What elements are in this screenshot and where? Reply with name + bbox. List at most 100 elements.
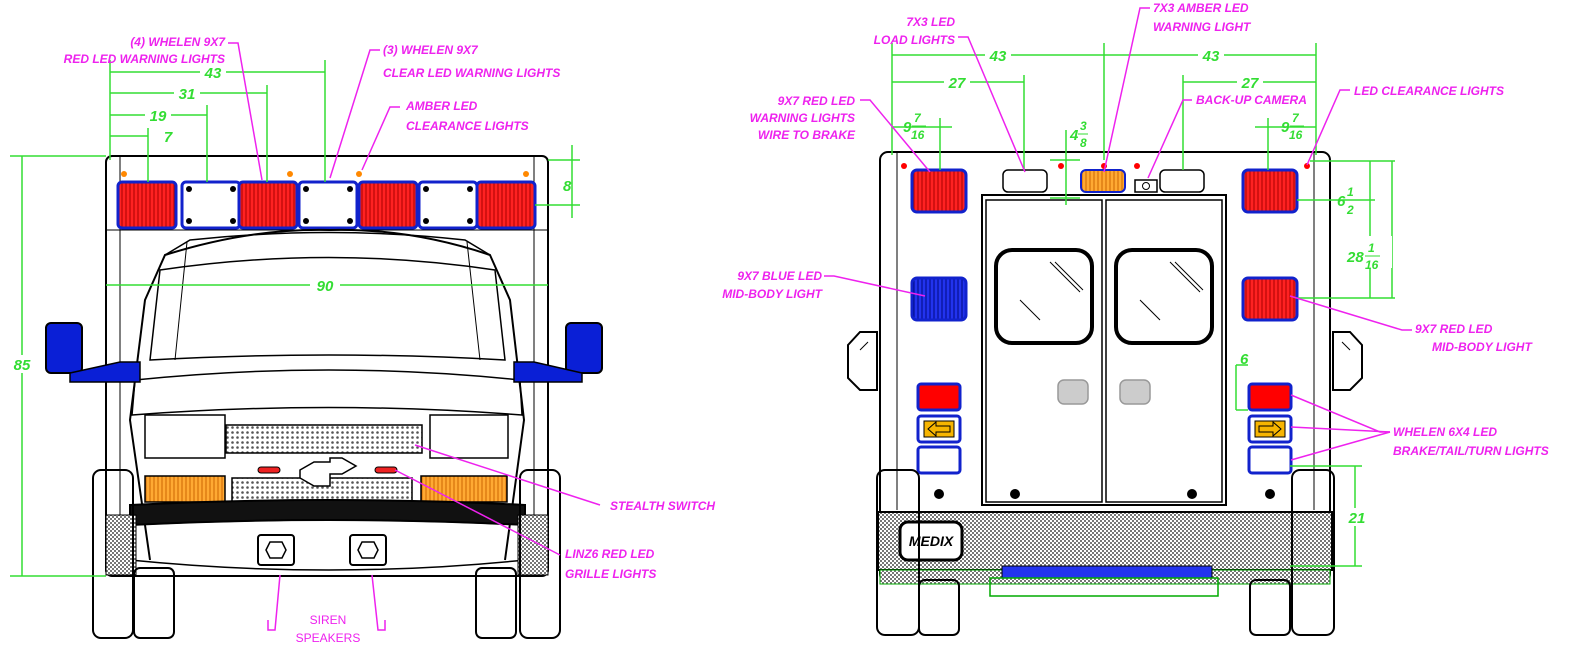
front-red-light-4: [475, 180, 537, 230]
right-headlight: [429, 414, 509, 459]
rear-dim-frac-6-num: 1: [1347, 185, 1354, 199]
rear-red-warning-left: [910, 168, 968, 214]
rear-blue-midbody-light: [910, 276, 968, 322]
rear-left-mirror: [847, 331, 878, 391]
front-bumper: [129, 499, 526, 527]
rear-dim-frac-right-den: 16: [1289, 128, 1303, 142]
rear-step-light: [1001, 565, 1213, 579]
rear-dim-frac-left-whole: 9: [903, 119, 912, 136]
rear-dim-frac-center-num: 3: [1080, 119, 1087, 133]
front-dim-90: 90: [317, 278, 334, 295]
rear-dim-27-right: 27: [1241, 75, 1259, 92]
stealth-switch-label: STEALTH SWITCH: [610, 499, 715, 513]
blue-midbody-label-1: 9X7 BLUE LED: [737, 269, 822, 283]
rear-dim-frac-right-num: 7: [1292, 111, 1300, 125]
rear-dim-21: 21: [1348, 510, 1366, 527]
left-mirror: [45, 322, 83, 374]
rear-dim-frac-6-den: 2: [1346, 203, 1354, 217]
blue-midbody-label-2: MID-BODY LIGHT: [722, 287, 823, 301]
rear-dim-frac-center-whole: 4: [1069, 127, 1079, 144]
front-amber-clearance-label-1: AMBER LED: [405, 99, 478, 113]
rear-dim-43-left: 43: [989, 48, 1007, 65]
front-amber-clearance-lights: [121, 171, 529, 177]
rear-backup-light-right: [1247, 445, 1293, 475]
rear-callout-leaders: [824, 7, 1412, 461]
rear-brake-light-right: [1247, 382, 1293, 412]
front-windshield: [149, 256, 506, 361]
front-red-warning-label-1: (4) WHELEN 9X7: [130, 35, 226, 49]
rear-dim-frac-6-whole: 6: [1337, 193, 1346, 210]
medix-plate: [898, 520, 964, 562]
rear-view: [847, 151, 1363, 636]
rear-brake-light-left: [916, 382, 962, 412]
rear-red-warning-right: [1241, 168, 1299, 214]
grille-light-right: [374, 466, 398, 474]
front-dim-7: 7: [164, 129, 173, 146]
front-dim-85: 85: [14, 357, 31, 374]
red-brake-label-2: WARNING LIGHTS: [750, 111, 855, 125]
grille-lights-label-2: GRILLE LIGHTS: [565, 567, 656, 581]
rear-backup-light-left: [916, 445, 962, 475]
whelen-label-1: WHELEN 6X4 LED: [1393, 425, 1497, 439]
siren-label-2: SPEAKERS: [296, 631, 361, 645]
rear-doors-frame: [981, 194, 1227, 506]
red-midbody-label-1: 9X7 RED LED: [1415, 322, 1493, 336]
rear-clearance-lights: [901, 163, 1310, 169]
rear-dim-27-left: 27: [948, 75, 966, 92]
load-lights-label-1: 7X3 LED: [906, 15, 955, 29]
rear-dim-frac-center-den: 8: [1080, 136, 1087, 150]
amber-warning-label-2: WARNING LIGHT: [1153, 20, 1252, 34]
front-red-light-1: [116, 180, 178, 230]
rear-window-right: [1114, 248, 1214, 345]
rear-step: [989, 577, 1219, 597]
rear-door-right: [1105, 199, 1223, 503]
load-lights-label-2: LOAD LIGHTS: [874, 33, 955, 47]
load-light-right: [1159, 169, 1205, 193]
rear-right-mirror: [1332, 331, 1363, 391]
rear-dim-frac-28-whole: 28: [1346, 249, 1364, 266]
rear-dim-frac-right-whole: 9: [1281, 119, 1290, 136]
rear-red-midbody-light: [1241, 276, 1299, 322]
front-callout-leaders: [228, 42, 601, 631]
grille-light-left: [257, 466, 281, 474]
rear-dim-6: 6: [1240, 351, 1249, 368]
load-light-left: [1002, 169, 1048, 193]
red-brake-label-1: 9X7 RED LED: [778, 94, 856, 108]
front-cab-outline: [128, 228, 526, 561]
rear-door-left: [985, 199, 1103, 503]
amber-warning-light: [1080, 169, 1126, 193]
front-lightbar: [116, 180, 537, 230]
siren-label-1: SIREN: [310, 613, 347, 627]
red-midbody-label-2: MID-BODY LIGHT: [1432, 340, 1533, 354]
front-red-warning-label-2: RED LED WARNING LIGHTS: [64, 52, 225, 66]
front-left-tire: [92, 469, 134, 639]
front-hood: [131, 369, 523, 416]
door-handle-right: [1119, 379, 1151, 405]
rear-dim-frac-28-den: 16: [1365, 258, 1379, 272]
left-headlight: [144, 414, 226, 459]
door-handle-left: [1057, 379, 1089, 405]
grille-lights-label-1: LINZ6 RED LED: [565, 547, 655, 561]
rear-callout-labels: 7X3 LED LOAD LIGHTS 7X3 AMBER LED WARNIN…: [722, 1, 1549, 549]
red-brake-label-3: WIRE TO BRAKE: [758, 128, 856, 142]
bowtie-logo: [299, 457, 358, 487]
rear-window-left: [994, 248, 1094, 345]
rear-dim-frac-left-num: 7: [914, 111, 922, 125]
right-mirror: [565, 322, 603, 374]
front-clear-warning-label-1: (3) WHELEN 9X7: [383, 43, 479, 57]
front-dim-31: 31: [179, 86, 196, 103]
backup-camera: [1134, 179, 1158, 193]
rear-dim-43-right: 43: [1202, 48, 1220, 65]
amber-warning-label-1: 7X3 AMBER LED: [1153, 1, 1249, 15]
siren-speaker-left: [257, 534, 295, 566]
front-dim-43: 43: [204, 65, 222, 82]
front-dimension-labels: 43 31 19 7 8 90 85: [8, 63, 572, 374]
rear-dimension-labels: 43 43 27 27 9 7 16 9 7 16 4 3 8 6 1 2 28…: [903, 46, 1392, 527]
rear-dim-frac-28-num: 1: [1368, 241, 1375, 255]
front-callout-labels: (4) WHELEN 9X7 RED LED WARNING LIGHTS (3…: [64, 35, 716, 645]
front-grille-upper: [225, 424, 423, 454]
clearance-lights-label: LED CLEARANCE LIGHTS: [1354, 84, 1504, 98]
rear-dimension-lines: [891, 43, 1395, 567]
